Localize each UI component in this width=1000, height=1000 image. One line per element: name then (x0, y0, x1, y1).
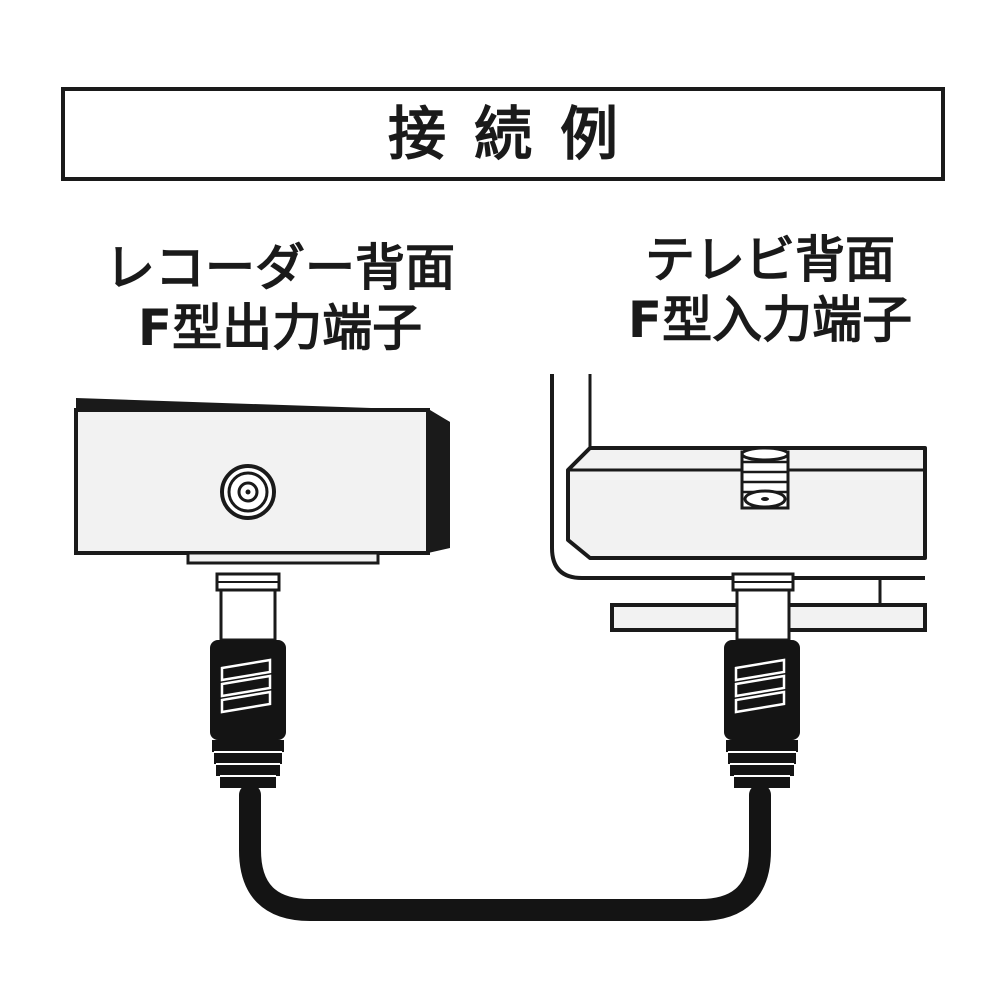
recorder-illustration (74, 398, 450, 565)
right-cable-plug (724, 572, 800, 788)
recorder-label-line2: F型出力端子 (137, 299, 423, 357)
recorder-f-output-port (220, 464, 276, 520)
diagram-title: 接続例 (387, 100, 646, 168)
recorder-label-line1: レコーダー背面 (105, 239, 455, 297)
coaxial-cable (239, 784, 771, 921)
tv-label-line2: F型入力端子 (627, 291, 913, 349)
tv-label-line1: テレビ背面 (645, 231, 895, 289)
tv-label: テレビ背面 F型入力端子 (560, 230, 980, 350)
recorder-label: レコーダー背面 F型出力端子 (70, 238, 490, 358)
tv-illustration (550, 374, 927, 632)
tv-f-input-port (740, 446, 790, 510)
left-cable-plug (210, 572, 286, 788)
title-box: 接続例 (61, 87, 945, 181)
